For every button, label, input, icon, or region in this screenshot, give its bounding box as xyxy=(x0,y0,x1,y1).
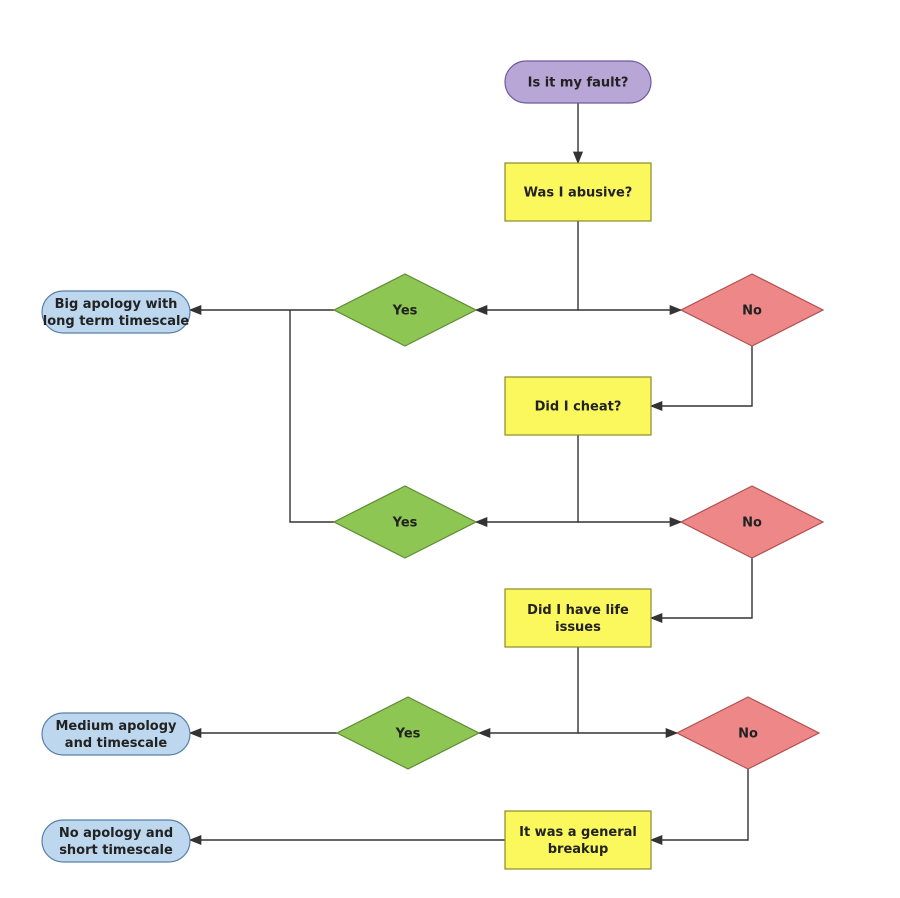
node-q-life: Did I have life issues xyxy=(504,588,652,648)
node-out-medium-label: and timescale xyxy=(65,736,168,751)
edge-no3-to-general xyxy=(649,769,749,846)
node-out-medium-label: Medium apology xyxy=(55,719,177,734)
node-yes-3-label: Yes xyxy=(395,727,421,742)
edge-no2-to-life xyxy=(649,558,753,624)
node-q-cheat: Did I cheat? xyxy=(504,376,652,436)
connector-lines xyxy=(188,103,753,846)
node-q-abusive: Was I abusive? xyxy=(504,162,652,222)
node-no-1: No xyxy=(679,273,825,347)
node-yes-1-shape xyxy=(332,273,478,347)
node-start-shape xyxy=(504,60,652,104)
node-q-life-shape xyxy=(504,588,652,648)
node-start-label: Is it my fault? xyxy=(528,76,629,91)
node-q-abusive-label: Was I abusive? xyxy=(524,186,633,201)
node-out-none-shape xyxy=(41,819,191,863)
node-no-2-shape xyxy=(679,485,825,559)
node-q-cheat-shape xyxy=(504,376,652,436)
node-general-label: It was a general xyxy=(519,825,637,840)
node-no-3-shape xyxy=(675,696,821,770)
edge-life-to-yes3 xyxy=(477,647,579,739)
node-out-none: No apology and short timescale xyxy=(41,819,191,863)
node-out-big-label: Big apology with xyxy=(55,297,178,312)
node-yes-2: Yes xyxy=(332,485,478,559)
node-out-none-label: short timescale xyxy=(59,843,173,858)
node-no-2-label: No xyxy=(742,516,762,531)
node-q-life-label: Did I have life xyxy=(527,603,629,618)
edge-cheat-to-yes2 xyxy=(474,435,579,528)
node-out-medium: Medium apology and timescale xyxy=(41,712,191,756)
edge-yes2-to-big xyxy=(289,310,334,523)
node-no-1-shape xyxy=(679,273,825,347)
node-general-label: breakup xyxy=(548,842,609,857)
node-out-medium-shape xyxy=(41,712,191,756)
node-general-shape xyxy=(504,810,652,870)
node-start: Is it my fault? xyxy=(504,60,652,104)
node-no-3: No xyxy=(675,696,821,770)
node-yes-3: Yes xyxy=(335,696,481,770)
node-out-big-label: long term timescale xyxy=(43,314,190,329)
edge-no1-to-cheat xyxy=(649,346,753,412)
edge-abusive-to-yes1 xyxy=(474,221,579,316)
node-out-none-label: No apology and xyxy=(59,826,173,841)
node-q-cheat-label: Did I cheat? xyxy=(535,400,622,415)
node-yes-2-label: Yes xyxy=(392,516,418,531)
node-general: It was a general breakup xyxy=(504,810,652,870)
node-q-life-label: issues xyxy=(555,620,601,635)
node-no-3-label: No xyxy=(738,727,758,742)
node-no-2: No xyxy=(679,485,825,559)
node-yes-2-shape xyxy=(332,485,478,559)
node-q-abusive-shape xyxy=(504,162,652,222)
node-yes-1-label: Yes xyxy=(392,304,418,319)
node-out-big: Big apology with long term timescale xyxy=(41,290,191,334)
node-yes-3-shape xyxy=(335,696,481,770)
node-yes-1: Yes xyxy=(332,273,478,347)
node-no-1-label: No xyxy=(742,304,762,319)
node-out-big-shape xyxy=(41,290,191,334)
